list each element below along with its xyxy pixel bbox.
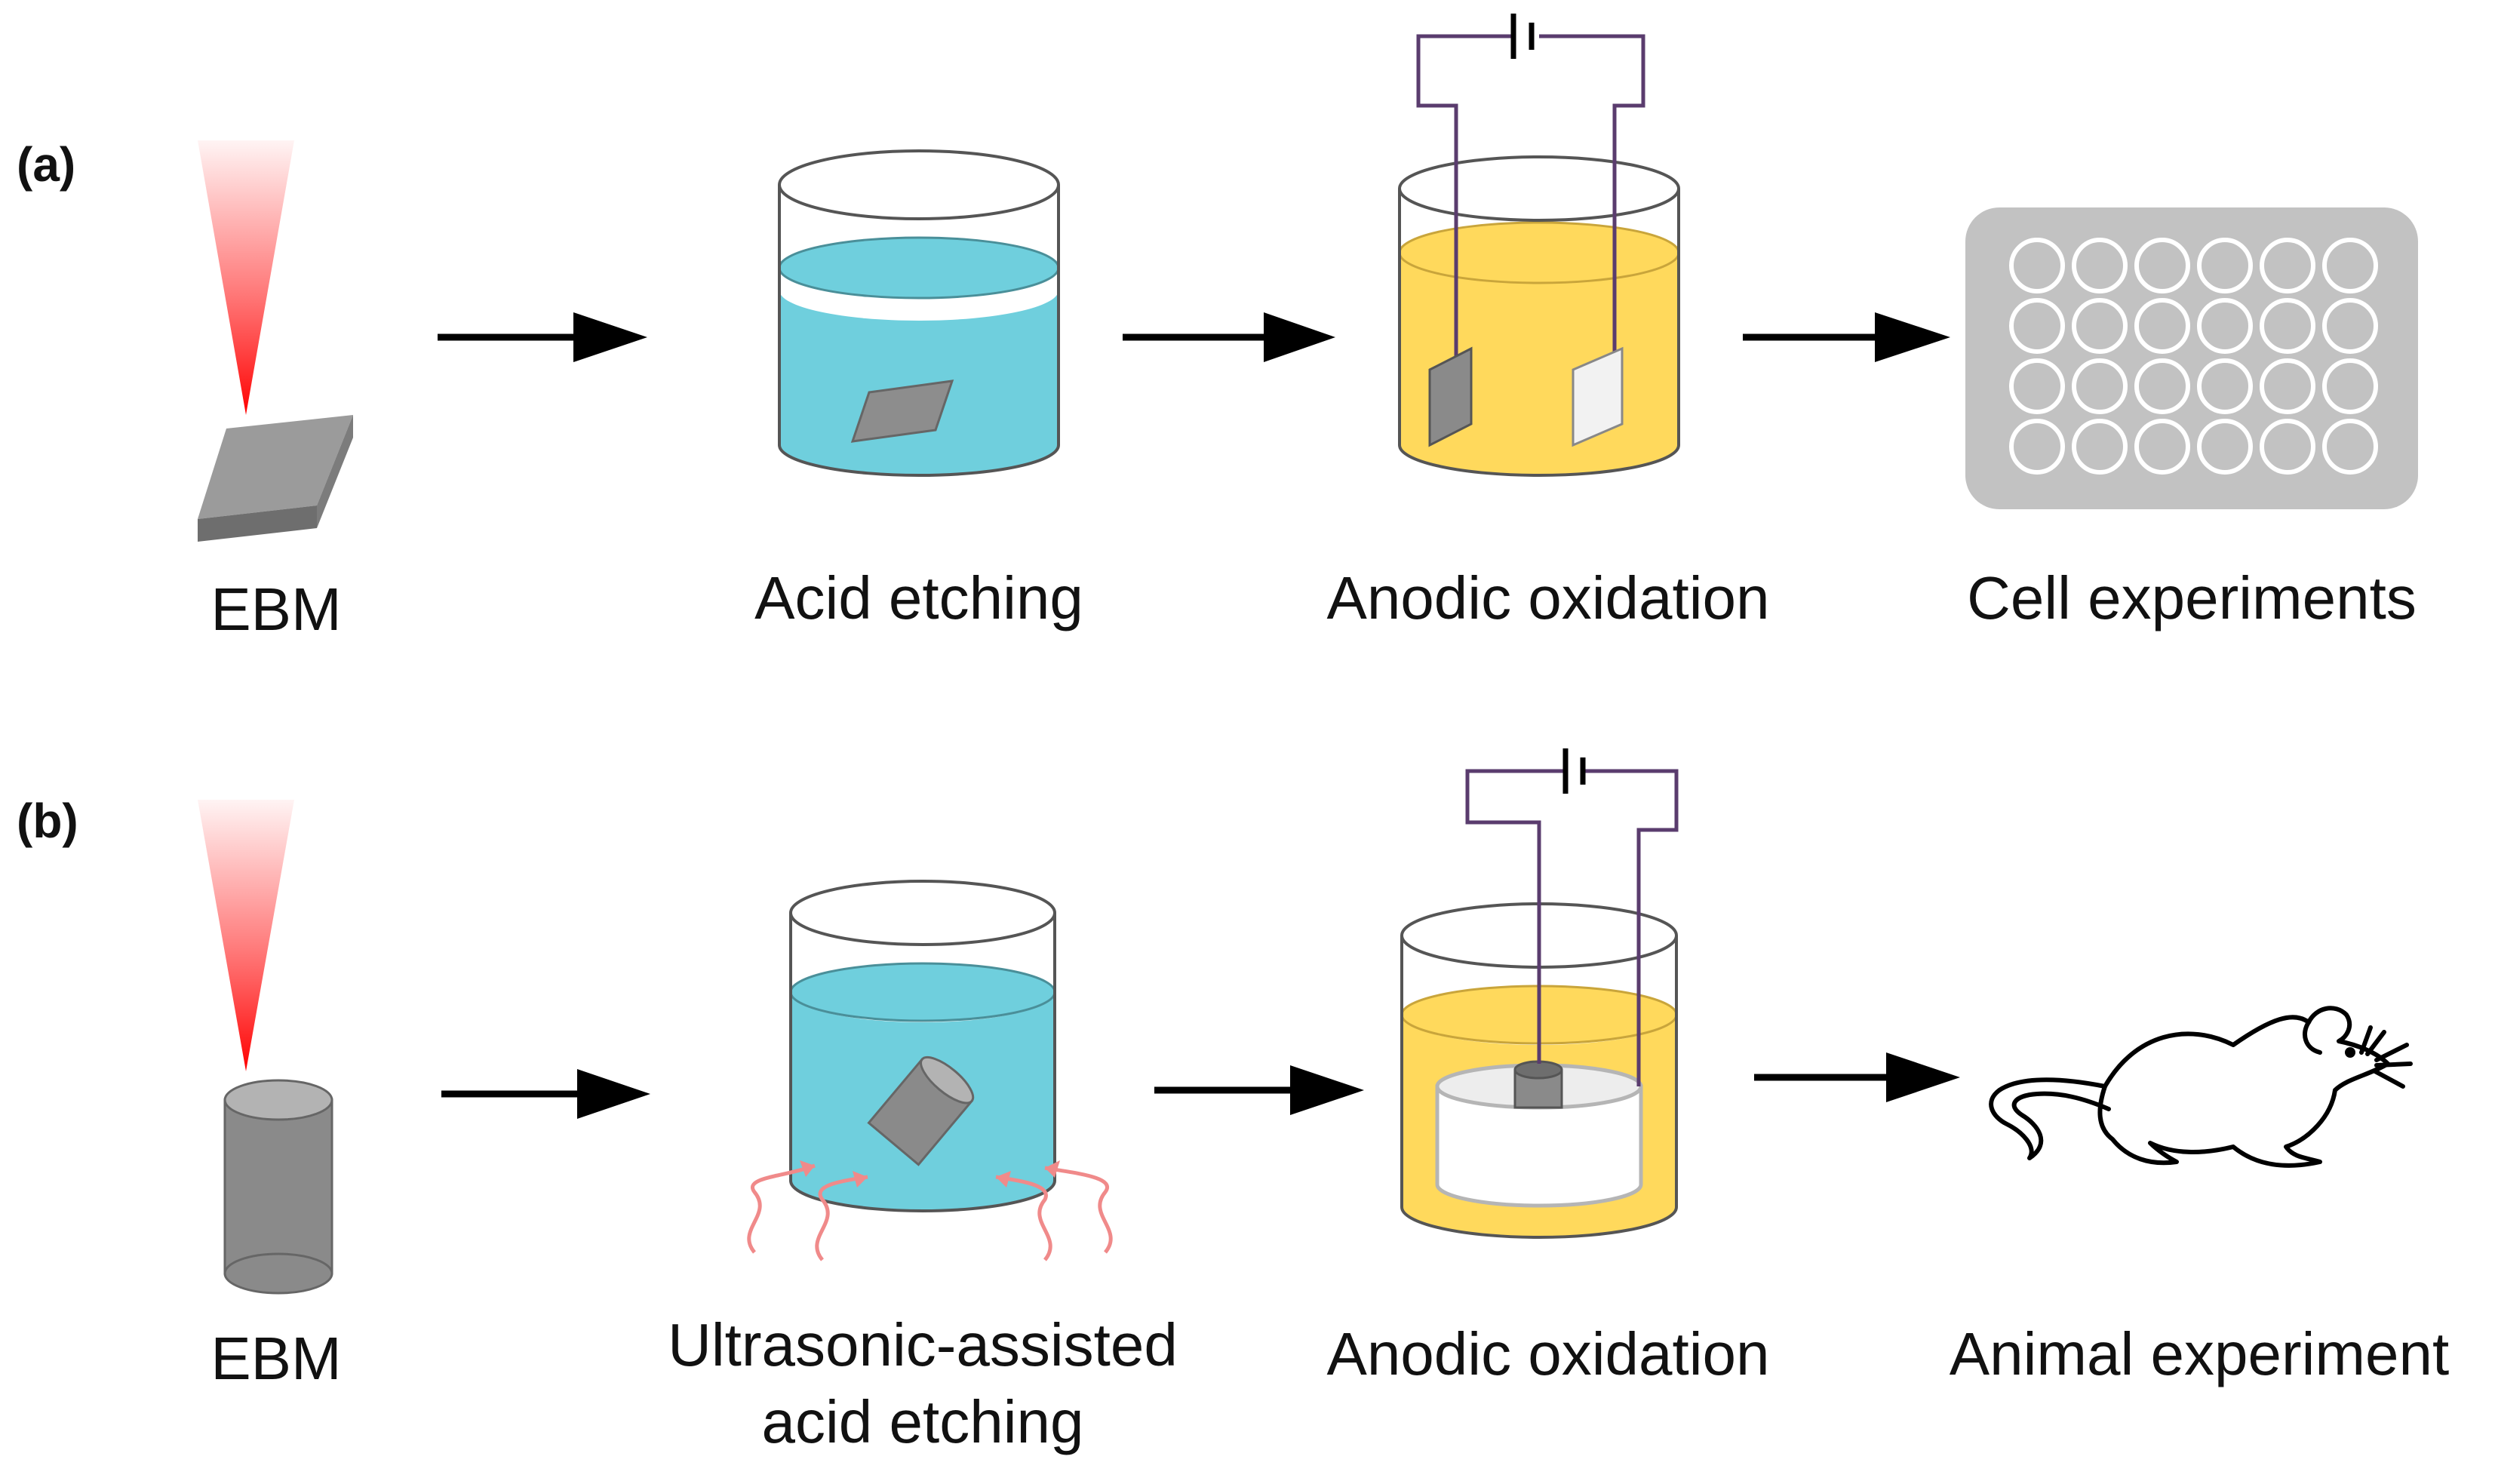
well xyxy=(2260,238,2315,293)
arrow-b1 xyxy=(441,1069,650,1119)
anodic-oxidation-beaker-b xyxy=(1400,902,1678,1239)
well xyxy=(2009,358,2065,414)
step-a-anodic-oxidation-label: Anodic oxidation xyxy=(1326,564,1769,631)
step-a-cell-experiments-label: Cell experiments xyxy=(1967,564,2417,631)
well xyxy=(2322,358,2378,414)
well xyxy=(2134,238,2190,293)
well xyxy=(2260,419,2315,475)
step-a-acid-etching-label: Acid etching xyxy=(754,564,1083,631)
step-b-ebm-label: EBM xyxy=(210,1325,341,1392)
electron-beam-b xyxy=(198,800,294,1071)
well xyxy=(2009,298,2065,354)
ebm-cylinder-sample xyxy=(223,1079,333,1295)
mouse-icon xyxy=(1989,1006,2413,1168)
arrow-a3 xyxy=(1743,312,1950,362)
well xyxy=(2322,238,2378,293)
well xyxy=(2072,358,2128,414)
well xyxy=(2322,419,2378,475)
mouse-eye-icon xyxy=(2345,1047,2355,1058)
well xyxy=(2072,419,2128,475)
arrow-a2 xyxy=(1123,312,1335,362)
well xyxy=(2197,358,2253,414)
ultrasonic-acid-beaker-b xyxy=(789,880,1056,1212)
well xyxy=(2197,298,2253,354)
step-a-ebm-label: EBM xyxy=(210,576,341,643)
well xyxy=(2197,419,2253,475)
ebm-plate-sample xyxy=(198,415,353,542)
step-b-animal-experiment-label: Animal experiment xyxy=(1950,1320,2450,1387)
acid-etching-beaker-a xyxy=(778,149,1060,477)
well xyxy=(2134,298,2190,354)
well-plate xyxy=(1965,207,2418,509)
arrow-b3 xyxy=(1754,1052,1960,1102)
well xyxy=(2260,358,2315,414)
well xyxy=(2009,238,2065,293)
well xyxy=(2322,298,2378,354)
panel-b-label: (b) xyxy=(17,794,78,848)
well xyxy=(2072,298,2128,354)
well xyxy=(2134,419,2190,475)
counter-electrode-a xyxy=(1572,346,1624,447)
electrode-sample-a xyxy=(1428,346,1473,447)
well xyxy=(2260,298,2315,354)
arrow-a1 xyxy=(438,312,647,362)
ultrasonic-wave-arrows xyxy=(747,1160,1113,1261)
electron-beam-a xyxy=(198,140,294,415)
well xyxy=(2134,358,2190,414)
power-circuit-a xyxy=(1416,14,1645,362)
panel-a-label: (a) xyxy=(17,137,75,192)
electrode-cylinder-b xyxy=(1513,1060,1563,1109)
step-b-ultrasonic-label-line2: acid etching xyxy=(762,1388,1084,1455)
well xyxy=(2009,419,2065,475)
arrow-b2 xyxy=(1154,1065,1364,1115)
well xyxy=(2072,238,2128,293)
step-b-ultrasonic-label-line1: Ultrasonic-assisted xyxy=(668,1311,1178,1378)
power-circuit-b xyxy=(1465,748,1679,1086)
well xyxy=(2197,238,2253,293)
step-b-anodic-oxidation-label: Anodic oxidation xyxy=(1326,1320,1769,1387)
